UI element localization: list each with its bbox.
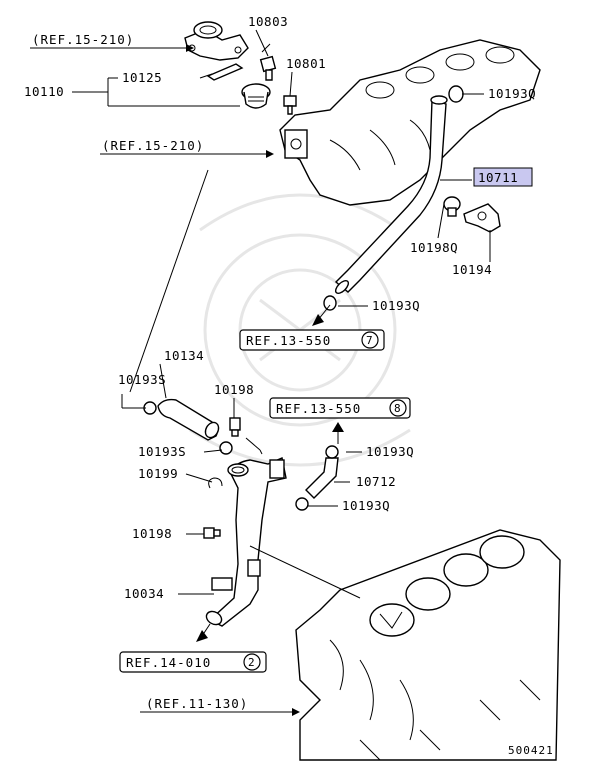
label-10801: 10801	[286, 56, 326, 71]
ref-13-550-7: REF.13-550	[246, 333, 331, 348]
label-10193S-b: 10193S	[138, 444, 186, 459]
hose-clip-10193Q-d[interactable]	[295, 497, 309, 511]
label-10193Q-mid: 10193Q	[372, 298, 420, 313]
thermostat-housing[interactable]	[184, 21, 249, 61]
ref-13-550-8-num: 8	[394, 402, 402, 415]
o-ring-10199[interactable]	[208, 477, 223, 489]
highlight-callout-10711[interactable]: 10711	[473, 167, 533, 187]
ref-13-550-7-box[interactable]: REF.13-550 7	[239, 329, 385, 351]
thermostat-gasket[interactable]	[206, 63, 244, 81]
clamp-bracket-10194[interactable]	[463, 203, 501, 233]
hose-clip-10193S-b[interactable]	[219, 441, 233, 455]
label-10198Q: 10198Q	[410, 240, 458, 255]
label-10198-b: 10198	[132, 526, 172, 541]
water-hose-10712[interactable]	[305, 445, 339, 499]
bolt-10198-b[interactable]	[203, 527, 221, 539]
label-10194: 10194	[452, 262, 492, 277]
highlight-box	[473, 167, 533, 187]
label-10198-a: 10198	[214, 382, 254, 397]
ref-15-210-mid: (REF.15-210)	[102, 138, 204, 153]
reference-labels: (REF.15-210) (REF.15-210) REF.13-550 7 R…	[32, 32, 411, 711]
ref-14-010-2-box[interactable]: REF.14-010 2	[119, 651, 267, 673]
label-10134: 10134	[164, 348, 204, 363]
ref-15-210-top: (REF.15-210)	[32, 32, 134, 47]
ref-13-550-7-num: 7	[366, 334, 374, 347]
label-10712: 10712	[356, 474, 396, 489]
label-10110: 10110	[24, 84, 64, 99]
label-10199: 10199	[138, 466, 178, 481]
bolt-10198Q[interactable]	[443, 196, 461, 217]
label-10193Q-d: 10193Q	[342, 498, 390, 513]
water-hose-10711[interactable]	[334, 95, 448, 295]
ref-13-550-8-box[interactable]: REF.13-550 8	[269, 397, 411, 419]
hose-clamp-lower[interactable]	[323, 295, 337, 311]
ref-13-550-8: REF.13-550	[276, 401, 361, 416]
label-10711: 10711	[478, 170, 518, 185]
leader-lines	[30, 29, 491, 716]
ref-14-010-2: REF.14-010	[126, 655, 211, 670]
ref-14-010-2-num: 2	[248, 656, 256, 669]
label-10193S-a: 10193S	[118, 372, 166, 387]
engine-block	[295, 529, 561, 761]
water-temp-sensor[interactable]	[259, 43, 277, 81]
diagram-code: 500421	[508, 744, 554, 757]
ref-11-130: (REF.11-130)	[146, 696, 248, 711]
water-inlet-pipe-10034[interactable]	[204, 457, 287, 627]
hose-clamp-top[interactable]	[448, 85, 464, 103]
thermostat[interactable]	[241, 83, 271, 109]
label-10193Q-c: 10193Q	[366, 444, 414, 459]
label-10125: 10125	[122, 70, 162, 85]
flow-arrows	[196, 304, 344, 642]
water-temp-gauge-unit[interactable]	[283, 95, 297, 115]
callout-labels: 10803 10801 10110 10125 10193Q 10198Q 10…	[24, 14, 536, 601]
label-10193Q-top: 10193Q	[488, 86, 536, 101]
bolt-10198-a[interactable]	[229, 417, 241, 437]
water-hose-10134[interactable]	[157, 398, 221, 441]
label-10034: 10034	[124, 586, 164, 601]
label-10803: 10803	[248, 14, 288, 29]
